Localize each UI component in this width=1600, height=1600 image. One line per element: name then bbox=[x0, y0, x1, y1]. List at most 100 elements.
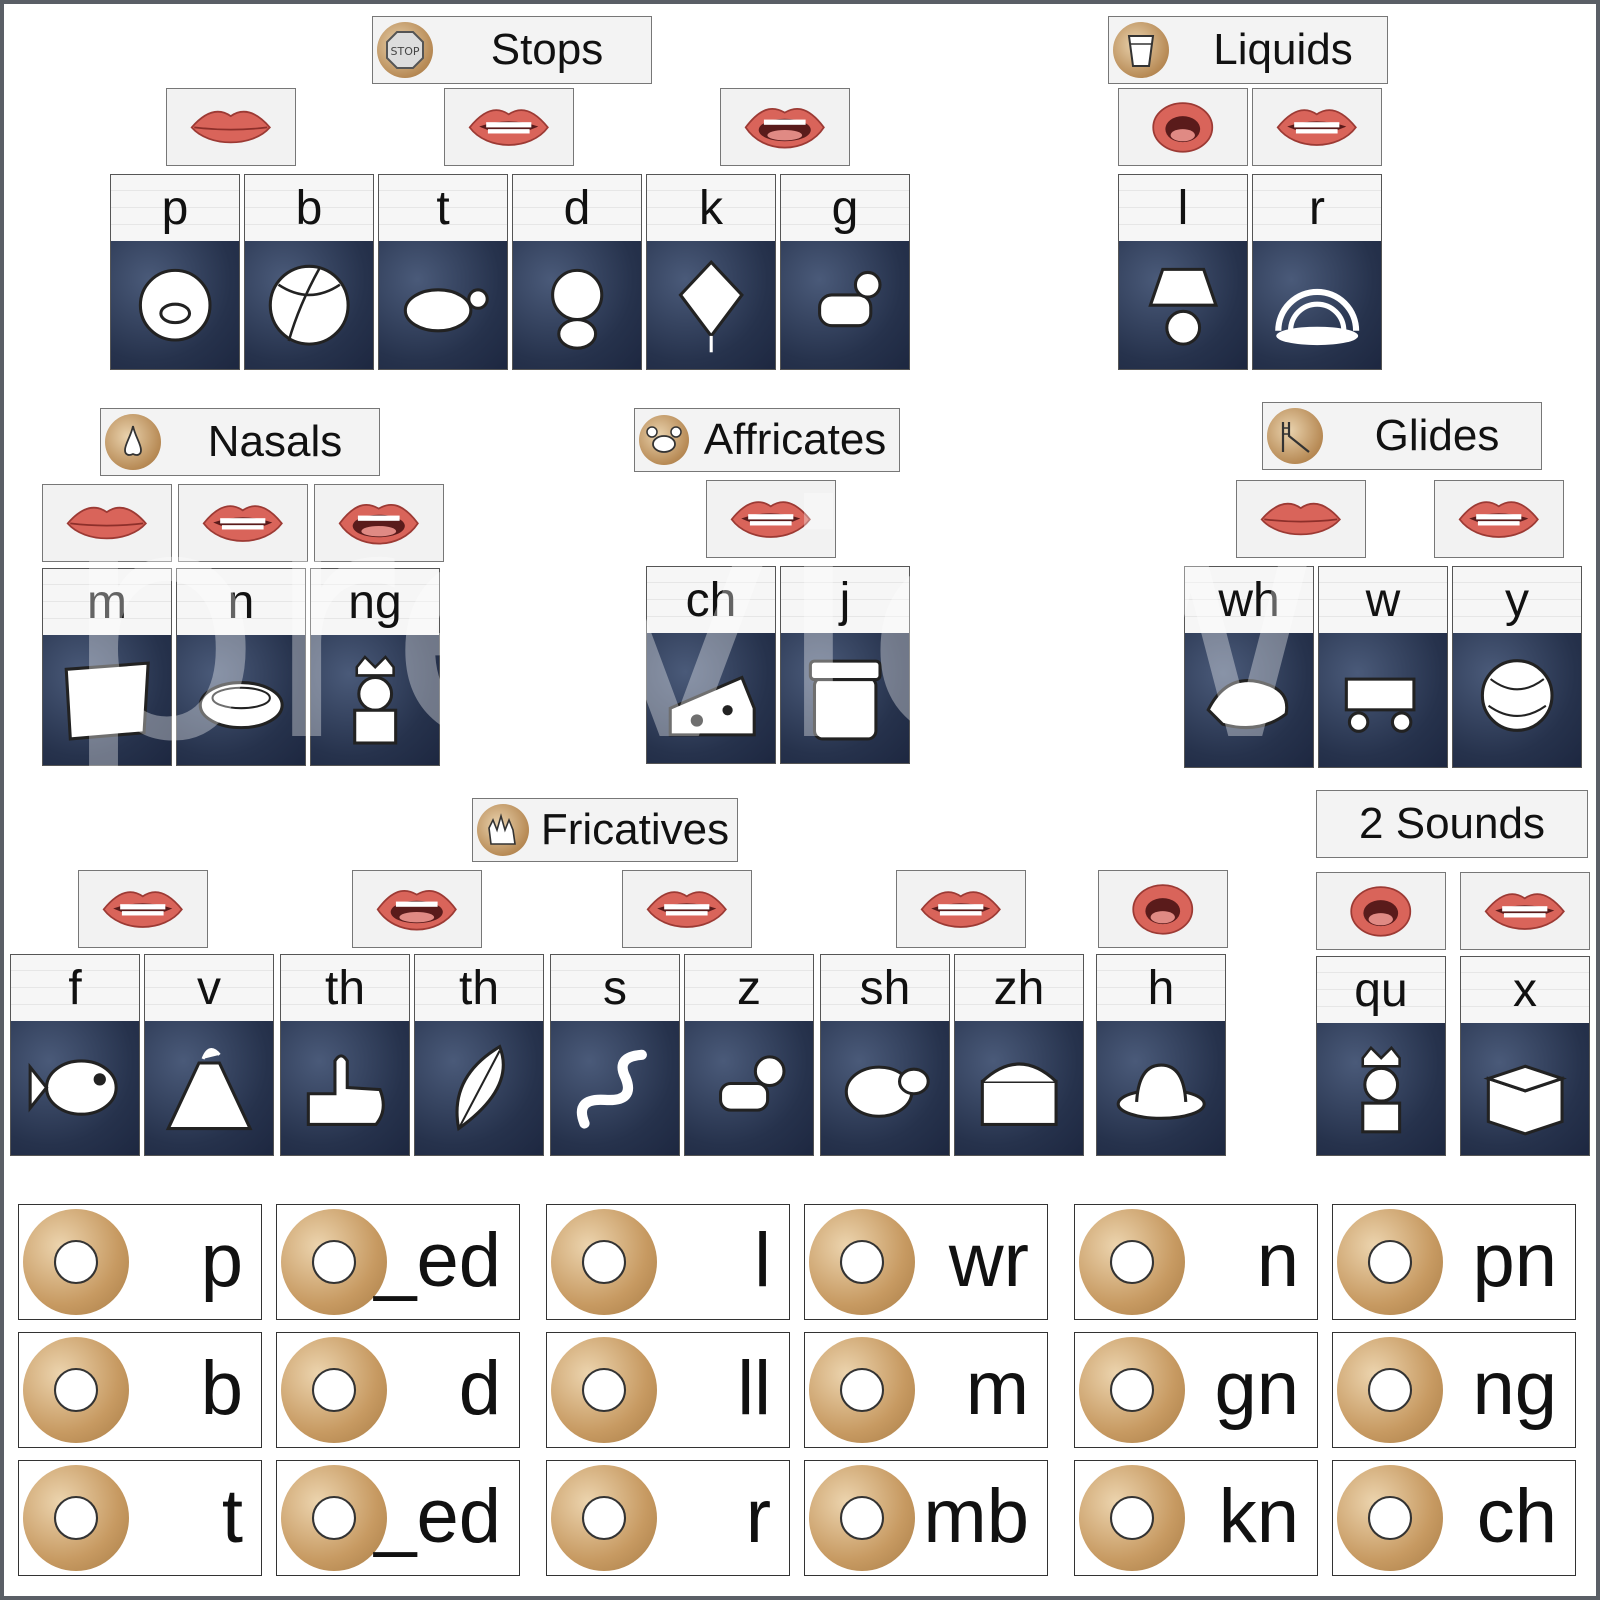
turtle-icon bbox=[403, 288, 489, 333]
gnat-picture bbox=[1079, 1337, 1185, 1443]
mouth-icon bbox=[102, 890, 184, 928]
spelling-text: wr bbox=[948, 1218, 1029, 1303]
thumb-picture bbox=[281, 1021, 409, 1155]
kite-picture bbox=[647, 241, 775, 369]
mouth-icon bbox=[1132, 883, 1194, 935]
wagon-icon bbox=[1344, 677, 1416, 734]
affricates-mouth bbox=[706, 480, 836, 558]
sound-letter: l bbox=[1119, 175, 1247, 241]
two-sounds-title: 2 Sounds bbox=[1359, 799, 1545, 848]
snake-picture bbox=[551, 1021, 679, 1155]
nose-icon bbox=[105, 414, 161, 470]
fish-icon bbox=[28, 1059, 118, 1117]
sound-card-hat: h bbox=[1096, 954, 1226, 1156]
spelling-card-chair: ch bbox=[1332, 1460, 1576, 1576]
liquids-header: Liquids bbox=[1108, 16, 1388, 84]
sound-card-queen: qu bbox=[1316, 956, 1446, 1156]
chair-icon bbox=[1367, 1495, 1413, 1541]
spelling-card-monkey: m bbox=[804, 1332, 1048, 1448]
sound-letter: j bbox=[781, 567, 909, 633]
mouth-icon bbox=[1350, 885, 1412, 937]
spelling-card-net: n bbox=[1074, 1204, 1318, 1320]
pig-picture bbox=[111, 241, 239, 369]
pan-icon bbox=[53, 1239, 99, 1285]
spelling-text: ng bbox=[1472, 1346, 1557, 1431]
nasals-header: Nasals bbox=[100, 408, 380, 476]
sound-card-king: ng bbox=[310, 568, 440, 766]
glides-mouth-wh-w bbox=[1236, 480, 1366, 558]
stop-sign-icon: STOP bbox=[377, 22, 433, 78]
whale-icon bbox=[1206, 679, 1289, 730]
girl-icon bbox=[311, 1239, 357, 1285]
mouth-icon bbox=[376, 889, 458, 930]
spelling-text: kn bbox=[1218, 1474, 1299, 1559]
top-icon bbox=[53, 1495, 99, 1541]
spelling-text: d bbox=[458, 1346, 501, 1431]
affricates-header: Affricates bbox=[634, 408, 900, 472]
spelling-card-sailboat: _ed bbox=[276, 1460, 520, 1576]
spelling-card-llama: ll bbox=[546, 1332, 790, 1448]
zebra-icon bbox=[718, 1055, 786, 1113]
mouth-icon bbox=[730, 500, 812, 538]
sound-letter: k bbox=[647, 175, 775, 241]
sound-card-ball: b bbox=[244, 174, 374, 370]
pig-icon bbox=[138, 268, 212, 342]
top-picture bbox=[23, 1465, 129, 1571]
spelling-text: pn bbox=[1472, 1218, 1557, 1303]
queen-picture bbox=[1317, 1023, 1445, 1155]
nest-icon bbox=[198, 681, 284, 730]
sound-card-nest: n bbox=[176, 568, 306, 766]
monkey-icon bbox=[839, 1367, 885, 1413]
svg-text:STOP: STOP bbox=[391, 45, 420, 58]
volcano-picture bbox=[145, 1021, 273, 1155]
affricates-title: Affricates bbox=[703, 415, 887, 464]
mouth-icon bbox=[338, 503, 420, 544]
robot-icon bbox=[581, 1495, 627, 1541]
treasure-icon bbox=[980, 1062, 1058, 1127]
nasals-title: Nasals bbox=[207, 417, 343, 466]
spelling-card-ring: ng bbox=[1332, 1332, 1576, 1448]
fricatives-mouth-sz bbox=[622, 870, 752, 948]
girl-picture bbox=[281, 1209, 387, 1315]
map-icon bbox=[64, 661, 150, 741]
spelling-text: p bbox=[200, 1218, 243, 1303]
dog-icon bbox=[550, 268, 604, 350]
stops-mouth-tongue-tip bbox=[444, 88, 574, 166]
spelling-card-girl: _ed bbox=[276, 1204, 520, 1320]
nasals-mouth-ng bbox=[314, 484, 444, 562]
ball-icon bbox=[268, 264, 350, 346]
liquids-mouth-r bbox=[1252, 88, 1382, 166]
kite-icon bbox=[678, 259, 744, 353]
sound-card-wagon: w bbox=[1318, 566, 1448, 768]
sound-letter: h bbox=[1097, 955, 1225, 1021]
gnat-icon bbox=[1109, 1367, 1155, 1413]
sound-card-kite: k bbox=[646, 174, 776, 370]
volcano-icon bbox=[165, 1048, 253, 1131]
spelling-card-knee: kn bbox=[1074, 1460, 1318, 1576]
two-sounds-mouth-qu bbox=[1316, 872, 1446, 950]
chair-picture bbox=[1337, 1465, 1443, 1571]
sound-card-box: x bbox=[1460, 956, 1590, 1156]
pan-picture bbox=[23, 1209, 129, 1315]
whale-picture bbox=[1185, 633, 1313, 767]
hands-icon bbox=[477, 804, 529, 856]
leaf-picture bbox=[551, 1209, 657, 1315]
sound-letter: ch bbox=[647, 567, 775, 633]
snake-icon bbox=[576, 1050, 647, 1129]
ring-icon bbox=[1367, 1367, 1413, 1413]
spelling-card-robot: r bbox=[546, 1460, 790, 1576]
stops-header: STOP Stops bbox=[372, 16, 652, 84]
sound-card-whale: wh bbox=[1184, 566, 1314, 768]
sound-card-cheese: ch bbox=[646, 566, 776, 764]
spelling-text: r bbox=[745, 1474, 771, 1559]
sound-letter: th bbox=[281, 955, 409, 1021]
sound-card-lamp: l bbox=[1118, 174, 1248, 370]
bat-picture bbox=[23, 1337, 129, 1443]
two-sounds-header: 2 Sounds bbox=[1316, 790, 1588, 858]
spelling-card-bat: b bbox=[18, 1332, 262, 1448]
ball-picture bbox=[245, 241, 373, 369]
child-on-couch-picture bbox=[1337, 1209, 1443, 1315]
box-icon bbox=[1483, 1064, 1567, 1136]
spelling-card-child-on-couch: pn bbox=[1332, 1204, 1576, 1320]
sound-card-rainbow: r bbox=[1252, 174, 1382, 370]
